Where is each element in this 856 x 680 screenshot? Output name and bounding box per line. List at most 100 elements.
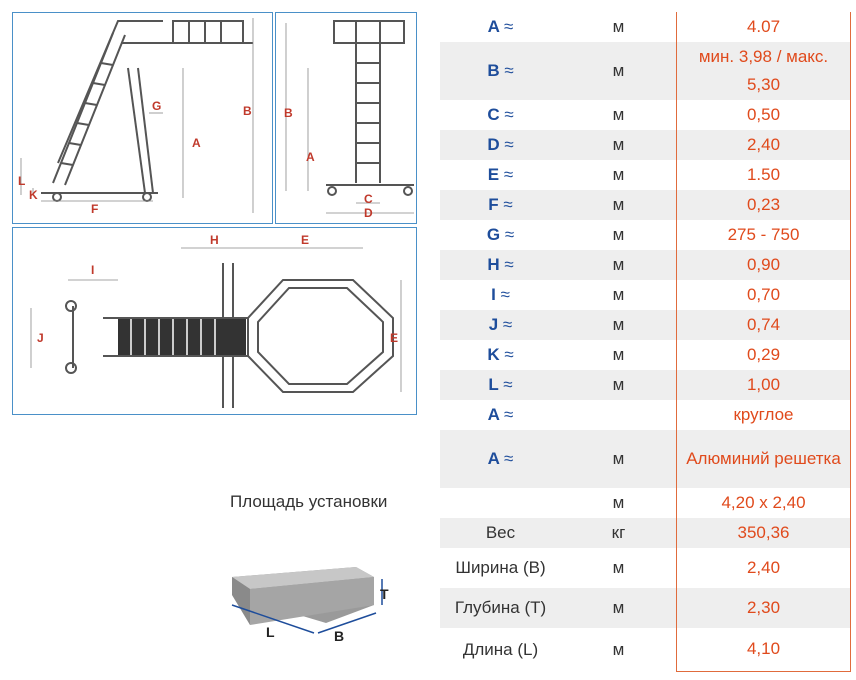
dim-label-B: B bbox=[243, 104, 252, 118]
spec-key-text: D bbox=[487, 135, 500, 154]
spec-key-text: H bbox=[487, 255, 500, 274]
spec-key-text: C bbox=[487, 105, 500, 124]
dim-label-I: I bbox=[91, 263, 94, 277]
ladder-steps-fill bbox=[118, 319, 246, 355]
spec-key-text: E bbox=[487, 165, 500, 184]
spec-unit: м bbox=[561, 190, 677, 220]
dim-label-C: C bbox=[364, 192, 373, 206]
spec-value: 1.50 bbox=[676, 160, 851, 190]
spec-key: Длина (L) bbox=[440, 628, 561, 671]
spec-key-text: J bbox=[488, 315, 499, 334]
spec-value: Алюминий решетка bbox=[676, 430, 851, 488]
spec-value: 0,50 bbox=[676, 100, 851, 130]
spec-value: 0,23 bbox=[676, 190, 851, 220]
install-area-title: Площадь установки bbox=[230, 492, 388, 511]
dim-B-label: B bbox=[334, 628, 344, 644]
spec-unit: м bbox=[561, 160, 677, 190]
spec-key: G ≈ bbox=[440, 220, 561, 250]
dim-L-label: L bbox=[266, 624, 275, 640]
spec-key: F ≈ bbox=[440, 190, 561, 220]
spec-value: 0,70 bbox=[676, 280, 851, 310]
spec-value: 0,90 bbox=[676, 250, 851, 280]
spec-key: A ≈ bbox=[440, 430, 561, 488]
approx-sign: ≈ bbox=[504, 345, 514, 364]
spec-key: B ≈ bbox=[440, 42, 561, 100]
spec-key-text: Вес bbox=[485, 523, 516, 542]
dim-label-F: F bbox=[91, 202, 98, 216]
spec-value: 350,36 bbox=[676, 518, 851, 548]
approx-sign: ≈ bbox=[504, 61, 514, 80]
spec-unit: м bbox=[561, 220, 677, 250]
spec-key bbox=[440, 488, 561, 518]
spec-value: 275 - 750 bbox=[676, 220, 851, 250]
approx-sign: ≈ bbox=[504, 449, 514, 468]
spec-key-text: Глубина (T) bbox=[454, 598, 547, 617]
spec-value: мин. 3,98 / макс. 5,30 bbox=[676, 42, 851, 100]
approx-sign: ≈ bbox=[504, 17, 514, 36]
spec-value: 1,00 bbox=[676, 370, 851, 400]
spec-value: 4.07 bbox=[676, 12, 851, 42]
front-view-panel: B A C D bbox=[275, 12, 417, 224]
dim-label-D: D bbox=[364, 206, 373, 220]
spec-unit: м bbox=[561, 430, 677, 488]
spec-unit: м bbox=[561, 12, 677, 42]
spec-value: 0,29 bbox=[676, 340, 851, 370]
spec-unit: м bbox=[561, 370, 677, 400]
dim-label-G: G bbox=[152, 99, 161, 113]
spec-value: 2,30 bbox=[676, 588, 851, 628]
spec-unit: м bbox=[561, 340, 677, 370]
approx-sign: ≈ bbox=[503, 375, 513, 394]
approx-sign: ≈ bbox=[502, 315, 513, 334]
spec-key-text: L bbox=[488, 375, 499, 394]
approx-sign: ≈ bbox=[504, 255, 514, 274]
spec-unit: м bbox=[561, 250, 677, 280]
approx-sign: ≈ bbox=[504, 105, 514, 124]
spec-key-text: A bbox=[487, 449, 500, 468]
approx-sign: ≈ bbox=[504, 225, 515, 244]
spec-key-text: K bbox=[487, 345, 500, 364]
approx-sign: ≈ bbox=[500, 285, 510, 304]
spec-unit: м bbox=[561, 488, 677, 518]
dim-label-L: L bbox=[18, 174, 25, 188]
install-area-box: T L B bbox=[231, 567, 389, 644]
spec-key: H ≈ bbox=[440, 250, 561, 280]
spec-key: Глубина (T) bbox=[440, 588, 561, 628]
spec-key: J ≈ bbox=[440, 310, 561, 340]
approx-sign: ≈ bbox=[504, 135, 514, 154]
spec-key: K ≈ bbox=[440, 340, 561, 370]
dim-label-J: J bbox=[37, 331, 44, 345]
dim-label-E-top: E bbox=[301, 233, 309, 247]
spec-key: Вес bbox=[440, 518, 561, 548]
spec-key: L ≈ bbox=[440, 370, 561, 400]
spec-key: E ≈ bbox=[440, 160, 561, 190]
spec-value: круглое bbox=[676, 400, 851, 430]
spec-key-text: Ширина (B) bbox=[455, 558, 546, 577]
top-view-panel: H E I J E bbox=[12, 227, 417, 415]
dim-label-K: K bbox=[29, 188, 38, 202]
spec-key: D ≈ bbox=[440, 130, 561, 160]
spec-unit: м bbox=[561, 310, 677, 340]
spec-value: 2,40 bbox=[676, 130, 851, 160]
spec-key: C ≈ bbox=[440, 100, 561, 130]
dim-label-E-right: E bbox=[390, 331, 398, 345]
spec-unit bbox=[561, 400, 677, 430]
side-view-panel: L K F G A B bbox=[12, 12, 273, 224]
spec-row: A ≈круглое bbox=[440, 400, 851, 430]
spec-key-text: I bbox=[491, 285, 496, 304]
